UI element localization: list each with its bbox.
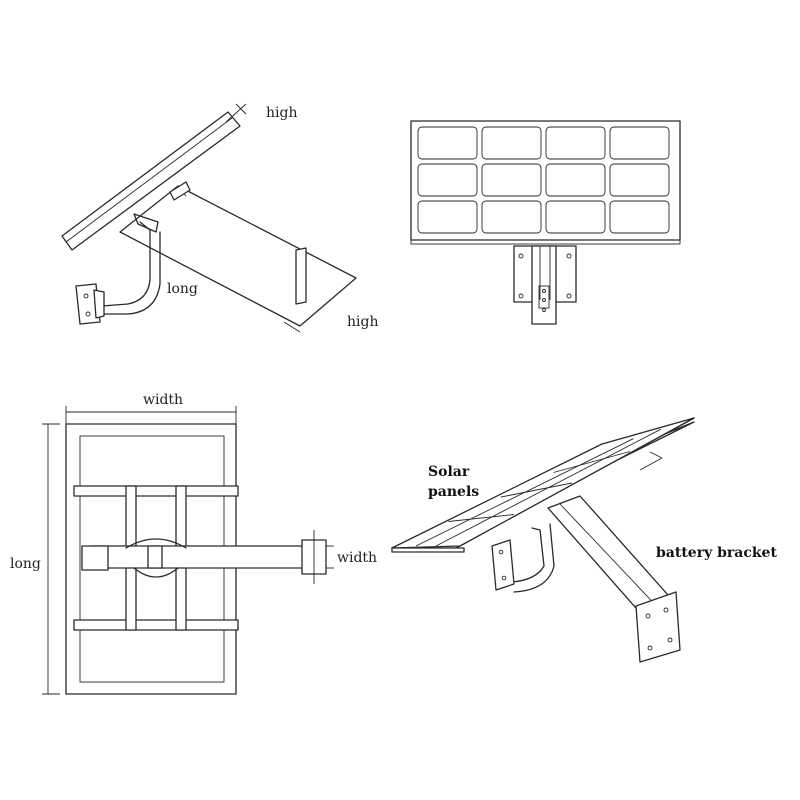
front-solar-cell [417, 163, 478, 197]
box-clip [169, 181, 191, 201]
rear-end-cap [81, 545, 109, 571]
label-width-arm: width [337, 550, 377, 566]
front-solar-cell [545, 126, 606, 160]
label-solar: Solar [428, 464, 470, 480]
iso-cells [415, 428, 661, 547]
front-solar-cell [417, 126, 478, 160]
label-high-top: high [266, 105, 297, 121]
high-dimension-line-bottom [283, 321, 301, 333]
iso-cell-divider [435, 428, 661, 547]
iso-cell-divider [448, 514, 515, 522]
side-panel [61, 111, 241, 251]
front-solar-cell [481, 200, 542, 234]
rear-rail-bottom [73, 619, 239, 631]
iso-cell-divider [415, 438, 634, 547]
front-cells [417, 126, 670, 234]
label-panels: panels [428, 484, 479, 500]
label-high-bottom: high [347, 314, 378, 330]
front-solar-cell [545, 163, 606, 197]
high-dimension-line-top [225, 103, 247, 123]
label-width-top: width [143, 392, 183, 408]
iso-mount-arm [511, 527, 545, 583]
box-band [295, 247, 307, 305]
iso-cell-divider [553, 451, 631, 473]
front-solar-cell [481, 163, 542, 197]
label-long-left: long [10, 556, 41, 572]
label-battery-bracket: battery bracket [656, 545, 777, 561]
rear-arm [89, 545, 307, 569]
side-view: high long high [61, 103, 378, 333]
front-solar-cell [545, 200, 606, 234]
iso-cell-divider [500, 482, 573, 498]
front-solar-cell [609, 126, 670, 160]
front-mount-post [531, 245, 557, 325]
side-arm [101, 221, 151, 307]
front-solar-cell [609, 163, 670, 197]
front-solar-cell [481, 126, 542, 160]
isometric-view: Solar panels battery bracket [391, 417, 777, 663]
front-panel-frame [410, 120, 681, 241]
iso-wall-plate [491, 539, 515, 591]
front-solar-cell [609, 200, 670, 234]
rear-view: width long width [10, 392, 377, 695]
iso-bracket-plate [635, 591, 681, 663]
battery-box [119, 185, 357, 327]
rear-rail-top [73, 485, 239, 497]
label-long-side: long [167, 281, 198, 297]
front-solar-cell [417, 200, 478, 234]
front-view [410, 120, 681, 325]
